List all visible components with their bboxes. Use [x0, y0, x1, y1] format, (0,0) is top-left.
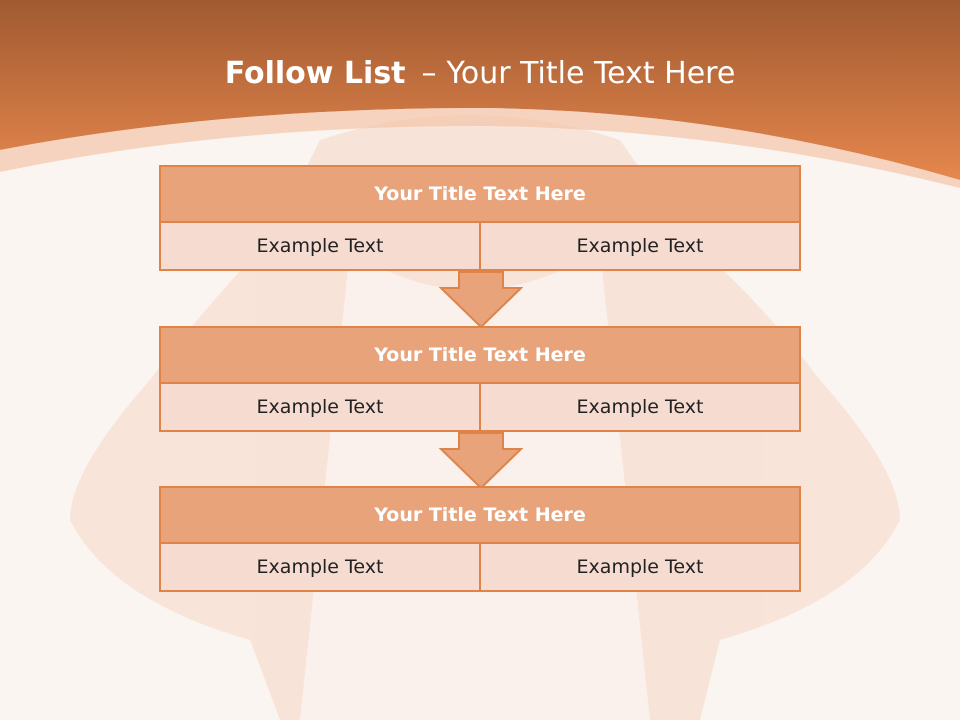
step-3-right-text: Example Text — [479, 542, 801, 592]
step-3-title: Your Title Text Here — [159, 486, 801, 544]
step-2-right-text: Example Text — [479, 382, 801, 432]
down-arrow-2 — [439, 432, 523, 490]
header-band — [0, 0, 960, 180]
step-2-left-text: Example Text — [159, 382, 481, 432]
slide-title: Follow List–Your Title Text Here — [0, 56, 960, 91]
step-3-left-text: Example Text — [159, 542, 481, 592]
step-block-1: Your Title Text Here Example Text Exampl… — [159, 165, 801, 271]
slide-title-separator: – — [421, 56, 437, 91]
step-1-title: Your Title Text Here — [159, 165, 801, 223]
step-2-title: Your Title Text Here — [159, 326, 801, 384]
step-1-right-text: Example Text — [479, 221, 801, 271]
slide-title-bold: Follow List — [224, 56, 406, 91]
step-block-2: Your Title Text Here Example Text Exampl… — [159, 326, 801, 432]
down-arrow-1 — [439, 271, 523, 329]
slide-title-rest: Your Title Text Here — [446, 56, 736, 91]
step-block-3: Your Title Text Here Example Text Exampl… — [159, 486, 801, 592]
step-1-left-text: Example Text — [159, 221, 481, 271]
header-band-highlight — [0, 108, 960, 188]
